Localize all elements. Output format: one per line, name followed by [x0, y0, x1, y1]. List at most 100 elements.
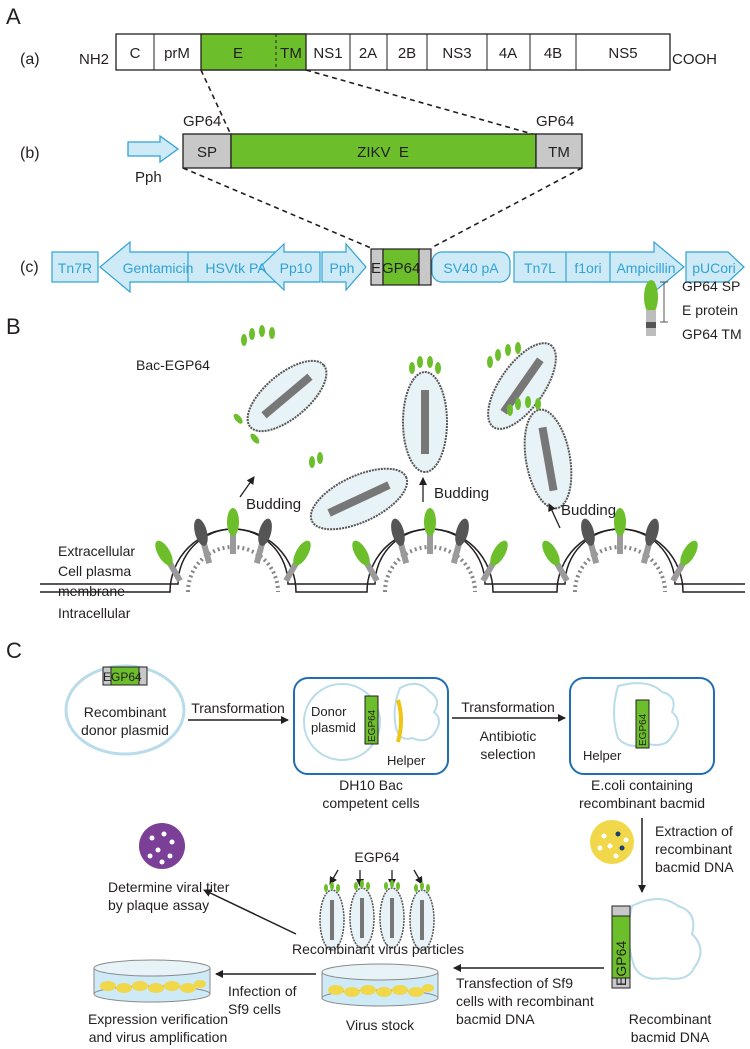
legend-gp64-sp: GP64 SP — [682, 278, 740, 294]
virus-particles — [319, 880, 435, 951]
zikv-e-label: ZIKV E — [357, 144, 409, 161]
seg-e: E — [233, 45, 243, 62]
dh10-donor-label-2: plasmid — [311, 720, 356, 735]
transfection-label-2: cells with recombinant — [456, 993, 594, 1009]
insert-e — [382, 248, 420, 286]
dh10-label-2: competent cells — [322, 795, 419, 811]
virion-5 — [523, 408, 573, 510]
pp10-arrow — [259, 242, 321, 292]
virus-stock-dish — [321, 963, 439, 1007]
expand-line-right-1 — [305, 69, 537, 136]
sp-label: SP — [197, 144, 217, 161]
ecoli-label-2: recombinant bacmid — [579, 795, 705, 811]
membrane-spikes — [155, 508, 698, 583]
recomb-label-1: Recombinant — [629, 1011, 712, 1027]
dh10-helper-region — [396, 699, 403, 743]
virion-1 — [233, 359, 328, 444]
dh10-label-1: DH10 Bac — [339, 777, 403, 793]
arrow-titer — [203, 889, 297, 935]
genome-bar — [115, 33, 671, 71]
pph-label: Pph — [135, 169, 162, 186]
determine-label-2: by plaque assay — [108, 897, 209, 913]
determine-label-1: Determine viral titer — [108, 879, 230, 895]
budding-label-1: Budding — [246, 496, 301, 513]
f1ori-label: f1ori — [574, 260, 601, 276]
spike-legend — [644, 280, 668, 336]
expression-label-1: Expression verification — [88, 1011, 228, 1027]
zikv-e-box — [230, 133, 537, 169]
donor-gp-label: GP64 — [111, 670, 142, 684]
recomb-egp64-label: EGP64 — [613, 941, 629, 986]
seg-c: C — [130, 45, 141, 62]
ecoli-helper-label: Helper — [583, 748, 622, 763]
egp64-particles-label: EGP64 — [354, 849, 399, 865]
gp64-left-label: GP64 — [183, 113, 221, 130]
expand-line-left-1 — [200, 69, 232, 136]
budding-arrow-3 — [548, 503, 561, 529]
antibiotic-label-2: selection — [480, 746, 535, 762]
ampicillin-label: Ampicillin — [616, 260, 675, 276]
sp-box — [182, 133, 232, 169]
particle-arrows — [329, 869, 423, 887]
tn7r-box — [51, 251, 99, 283]
pph-map-label: Pph — [330, 260, 355, 276]
dh10-helper-label: Helper — [387, 753, 426, 768]
expression-label-2: and virus amplification — [89, 1029, 228, 1045]
extraction-label-1: Extraction of — [655, 823, 733, 839]
panel-a-label: A — [6, 4, 21, 29]
antibiotic-label-1: Antibiotic — [480, 728, 537, 744]
donor-plasmid-circle — [64, 664, 186, 756]
panel-b-label: B — [6, 314, 21, 339]
transformation-2-label: Transformation — [461, 699, 555, 715]
particles-label: Recombinant virus particles — [292, 941, 464, 957]
seg-4a: 4A — [499, 45, 517, 62]
expand-line-right-2 — [430, 167, 583, 249]
expression-dish — [93, 959, 211, 1003]
pph-arrow — [321, 242, 367, 292]
gentamicin-label: Gentamicin — [123, 260, 194, 276]
seg-4b: 4B — [544, 45, 562, 62]
ecoli-egp64-label: EGP64 — [638, 713, 649, 746]
bac-egp64-label: Bac-EGP64 — [136, 357, 210, 373]
tm-label: TM — [548, 144, 570, 161]
tn7r-label: Tn7R — [58, 260, 92, 276]
nh2-label: NH2 — [79, 51, 109, 68]
insert-tm — [418, 248, 432, 286]
ecoli-egp64-box — [635, 699, 650, 749]
budding-label-3: Budding — [561, 502, 616, 519]
donor-label-2: donor plasmid — [81, 722, 169, 738]
membrane-label-2: membrane — [58, 583, 125, 599]
recomb-bacmid-shape — [627, 898, 702, 980]
sv40-box — [431, 251, 511, 283]
ecoli-label-1: E.coli containing — [591, 777, 693, 793]
expand-line-left-2 — [182, 167, 372, 249]
colony-plate — [590, 820, 634, 864]
insert-e-label: E — [371, 260, 381, 277]
dh10-donor-label-1: Donor — [311, 704, 347, 719]
dh10-donor-circle — [303, 683, 381, 761]
virion-spikes — [241, 325, 541, 468]
seg-ns1: NS1 — [313, 45, 342, 62]
hsvtk-label: HSVtk PA — [205, 260, 267, 276]
seg-2b: 2B — [398, 45, 416, 62]
seg-ns5: NS5 — [608, 45, 637, 62]
virion-2 — [309, 467, 409, 531]
plaque-dots — [147, 831, 175, 865]
recomb-label-2: bacmid DNA — [631, 1029, 710, 1045]
virus-stock-label: Virus stock — [346, 1017, 415, 1033]
row-c-label: (c) — [20, 259, 39, 276]
dh10-egp64-label: EGP64 — [367, 709, 378, 742]
recomb-sp — [611, 977, 631, 989]
budding-arrow-1 — [239, 476, 255, 498]
donor-e-label: E — [103, 670, 111, 684]
seg-tm: TM — [280, 45, 302, 62]
tn7l-label: Tn7L — [524, 260, 556, 276]
panel-c-label: C — [6, 638, 22, 663]
insert-gp64-label: GP64 — [382, 260, 420, 277]
cell-membrane — [40, 528, 745, 593]
legend-e-protein: E protein — [682, 302, 738, 318]
budding-label-2: Budding — [434, 485, 489, 502]
row-b-label: (b) — [20, 145, 40, 162]
seg-prm: prM — [164, 45, 190, 62]
pph-promoter-arrow — [127, 134, 180, 164]
